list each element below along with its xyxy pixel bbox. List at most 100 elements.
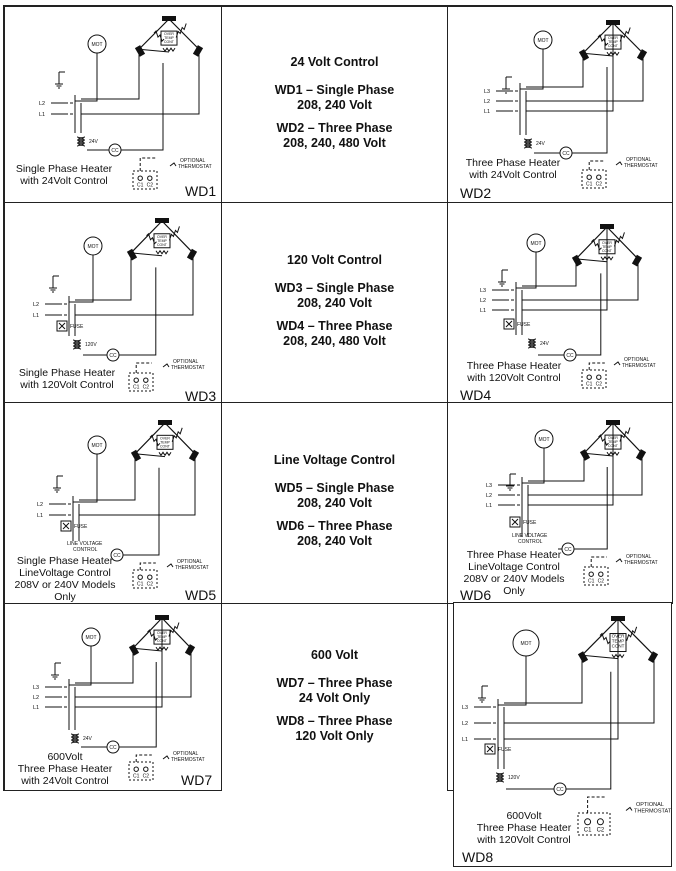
control-wire xyxy=(566,671,612,790)
heater-coil-icon xyxy=(591,238,602,251)
terminal-c2-label: C2 xyxy=(598,578,605,584)
thermostat-wire xyxy=(588,362,605,370)
thermostat-symbol xyxy=(162,363,170,368)
over-temp-label: CONT xyxy=(157,243,168,247)
heater-feed-wire xyxy=(75,252,132,301)
transformer-coil-icon xyxy=(82,142,86,147)
wd3-caption-line: Single Phase Heater xyxy=(18,367,116,379)
fuse-symbol xyxy=(514,518,519,526)
heater-element xyxy=(612,22,644,54)
wd6-caption-line: Only xyxy=(503,585,525,597)
fuse-symbol xyxy=(489,745,494,753)
heater-terminal-icon xyxy=(184,644,196,656)
terminal-c2-icon xyxy=(598,571,604,577)
over-temp-label: CONT xyxy=(164,40,175,44)
thermostat-wire xyxy=(590,556,607,567)
contactor-coil-label: CC xyxy=(109,745,117,751)
thermostat-wire xyxy=(139,562,156,570)
wd7-caption: 600Volt Three Phase Heater with 24Volt C… xyxy=(9,751,121,787)
thermostat-label: THERMOSTAT xyxy=(634,809,672,815)
wd4-caption-line: with 120Volt Control xyxy=(467,372,561,384)
heater-element xyxy=(138,48,170,53)
wd3-id: WD3 xyxy=(185,388,217,403)
heater-coil-icon xyxy=(598,434,609,447)
heater-coil-icon xyxy=(168,226,180,241)
heater-feed-wire xyxy=(504,655,583,704)
line-terminal-label: L2 xyxy=(484,99,490,105)
terminal-c1-icon xyxy=(137,574,143,580)
terminal-c2-icon xyxy=(596,174,602,180)
wd2-caption-line: with 24Volt Control xyxy=(469,169,557,181)
over-temp-label: OVER xyxy=(157,235,167,239)
wd7-id: WD7 xyxy=(181,772,213,788)
optional-label: OPTIONAL xyxy=(177,559,203,565)
wd6-id: WD6 xyxy=(460,587,492,603)
control-wire xyxy=(123,467,160,556)
heater-terminal-icon xyxy=(611,616,625,621)
fuse-label: FUSE xyxy=(523,520,537,526)
wd6-caption-line: 208V or 240V Models xyxy=(463,573,565,585)
wd5-caption-line: Only xyxy=(54,591,76,603)
thermostat-label: THERMOSTAT xyxy=(175,565,209,571)
fuse-label: FUSE xyxy=(498,747,512,753)
heater-coil-icon xyxy=(149,434,161,447)
fuse-label: FUSE xyxy=(70,324,84,330)
line-terminal-label: L1 xyxy=(37,513,43,519)
heater-terminal-icon xyxy=(158,420,172,425)
fuse-label: FUSE xyxy=(74,524,88,530)
wd5-id: WD5 xyxy=(185,587,217,603)
wd8-caption-line: with 120Volt Control xyxy=(477,834,571,846)
transformer-coil-icon xyxy=(523,144,527,149)
heater-element xyxy=(612,422,643,454)
heater-terminal-icon xyxy=(635,449,647,461)
optional-label: OPTIONAL xyxy=(173,359,199,365)
wd1-id: WD1 xyxy=(185,183,217,199)
wd4-caption-line: Three Phase Heater xyxy=(466,360,562,372)
wd7-caption-line: with 24Volt Control xyxy=(21,775,109,787)
wd4-id: WD4 xyxy=(460,387,492,403)
thermostat-label: THERMOSTAT xyxy=(171,757,205,763)
fuse-symbol xyxy=(508,320,513,328)
optional-label: OPTIONAL xyxy=(173,751,199,757)
optional-label: OPTIONAL xyxy=(626,157,652,163)
heater-element xyxy=(582,22,614,54)
transformer-coil-icon xyxy=(76,142,80,147)
heater-feed-wire xyxy=(81,49,140,100)
thermostat-wire xyxy=(135,362,152,373)
terminal-c1-icon xyxy=(133,766,139,772)
transformer-coil-icon xyxy=(533,344,537,349)
wd8-caption-line: Three Phase Heater xyxy=(476,822,572,834)
thermostat-terminal-box xyxy=(132,569,158,589)
wd5-caption-line: Single Phase Heater xyxy=(16,555,114,567)
heater-element xyxy=(138,18,170,50)
transformer-coil-icon xyxy=(501,778,505,783)
resistor-icon xyxy=(155,249,169,255)
terminal-c2-icon xyxy=(147,175,153,181)
over-temp-label: TEMP xyxy=(160,440,170,444)
heater-element xyxy=(134,422,166,455)
wd3-caption-line: with 120Volt Control xyxy=(20,379,114,391)
line-terminal-label: L3 xyxy=(480,288,486,294)
heater-coil-icon xyxy=(599,632,611,645)
heater-terminal-icon xyxy=(578,49,590,61)
heater-terminal-icon xyxy=(162,16,176,21)
fuse-label: FUSE xyxy=(517,322,531,328)
thermostat-symbol xyxy=(615,161,623,166)
transformer-voltage-label: 24V xyxy=(83,736,93,742)
thermostat-label: THERMOSTAT xyxy=(178,164,212,170)
heater-element xyxy=(575,258,608,263)
heater-terminal-icon xyxy=(636,49,648,61)
heater-element xyxy=(575,226,608,260)
line-voltage-label: LINE VOLTAGE xyxy=(67,541,103,547)
contactor-coil-label: CC xyxy=(113,553,121,559)
thermostat-label: THERMOSTAT xyxy=(622,363,656,369)
heater-feed-wire xyxy=(504,655,655,724)
heater-coil-icon xyxy=(168,622,180,637)
